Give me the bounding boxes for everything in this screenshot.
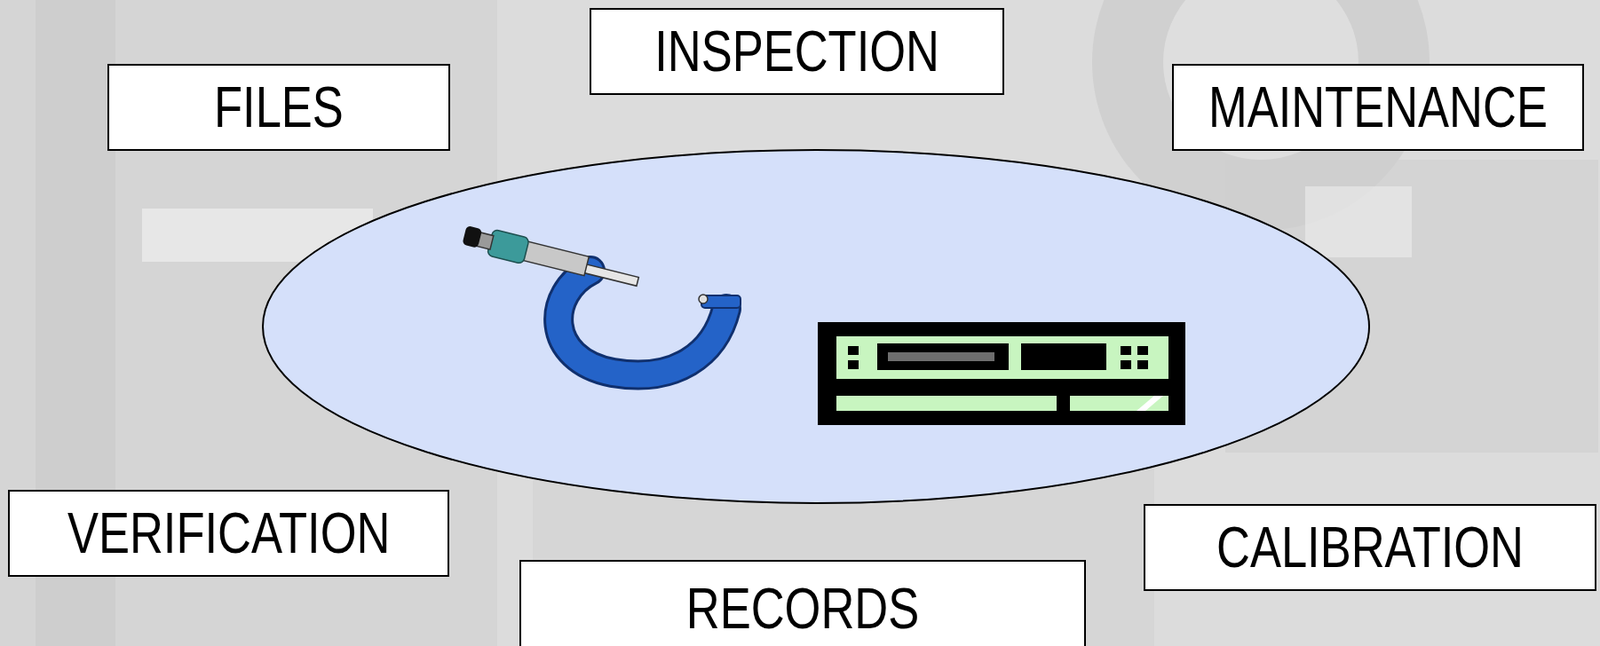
box-label: FILES (213, 79, 344, 136)
anvil-face (698, 294, 708, 304)
device-button (1120, 346, 1132, 356)
label-box: VERIFICATION (7, 490, 450, 578)
device-body (817, 322, 1186, 426)
label-box: CALIBRATION (1143, 504, 1597, 592)
label-box: INSPECTION (589, 7, 1005, 96)
device-button (1137, 346, 1149, 356)
device-strip (836, 396, 1057, 412)
box-label: VERIFICATION (67, 505, 390, 563)
device-panel (836, 336, 1169, 380)
photo-shade (1305, 186, 1412, 258)
device-strip (1069, 396, 1169, 412)
device-slot (887, 352, 995, 362)
micrometer-frame (558, 270, 727, 376)
box-label: INSPECTION (654, 23, 940, 80)
central-ellipse (262, 150, 1370, 504)
box-label: MAINTENANCE (1208, 79, 1548, 136)
micrometer-illustration (460, 222, 741, 375)
label-box: MAINTENANCE (1172, 63, 1585, 151)
device-button (847, 360, 859, 370)
micrometer-sleeve (519, 240, 589, 276)
device-display (1021, 343, 1107, 371)
device-illustration (817, 322, 1186, 426)
micrometer-thimble (486, 229, 530, 264)
label-box: FILES (107, 63, 451, 151)
box-label: CALIBRATION (1216, 519, 1524, 577)
device-display (877, 343, 1009, 371)
box-label: RECORDS (686, 580, 919, 638)
device-button (1120, 360, 1132, 370)
micrometer-frame-outline (558, 270, 727, 376)
micrometer-knob (461, 225, 483, 249)
device-button (1137, 360, 1149, 370)
device-button (847, 346, 859, 356)
label-box: RECORDS (519, 560, 1086, 646)
device-glint (1136, 396, 1164, 412)
